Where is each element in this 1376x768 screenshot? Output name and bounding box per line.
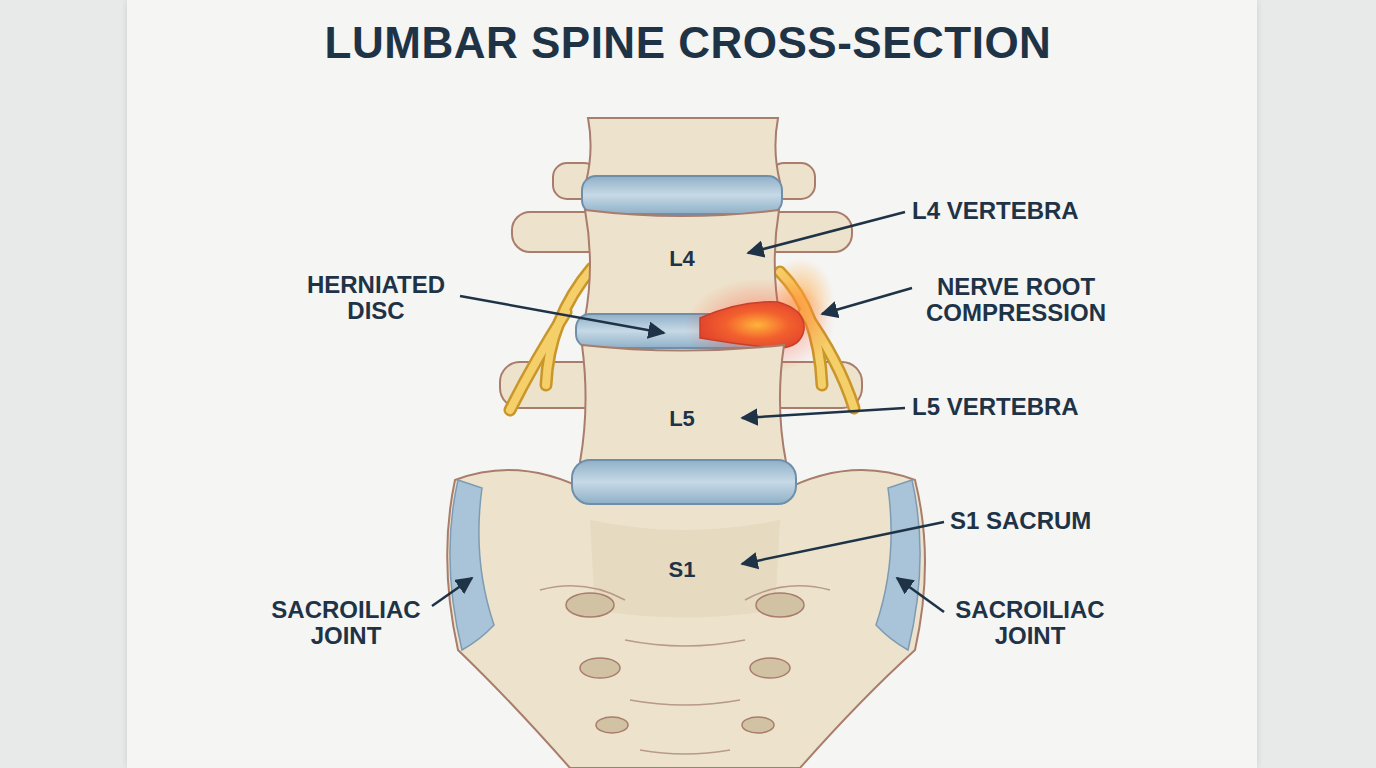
part-label: SACROILIAC JOINT: [930, 597, 1130, 649]
part-label: S1 SACRUM: [950, 508, 1091, 534]
part-label: NERVE ROOT COMPRESSION: [906, 274, 1126, 326]
part-label: HERNIATED DISC: [276, 272, 476, 324]
vertebra-number: S1: [642, 557, 722, 583]
vertebra-number: L4: [642, 246, 722, 272]
part-label: L4 VERTEBRA: [912, 198, 1079, 224]
vertebra-number: L5: [642, 406, 722, 432]
part-label: SACROILIAC JOINT: [246, 597, 446, 649]
title: LUMBAR SPINE CROSS-SECTION: [0, 18, 1376, 68]
part-label: L5 VERTEBRA: [912, 394, 1079, 420]
